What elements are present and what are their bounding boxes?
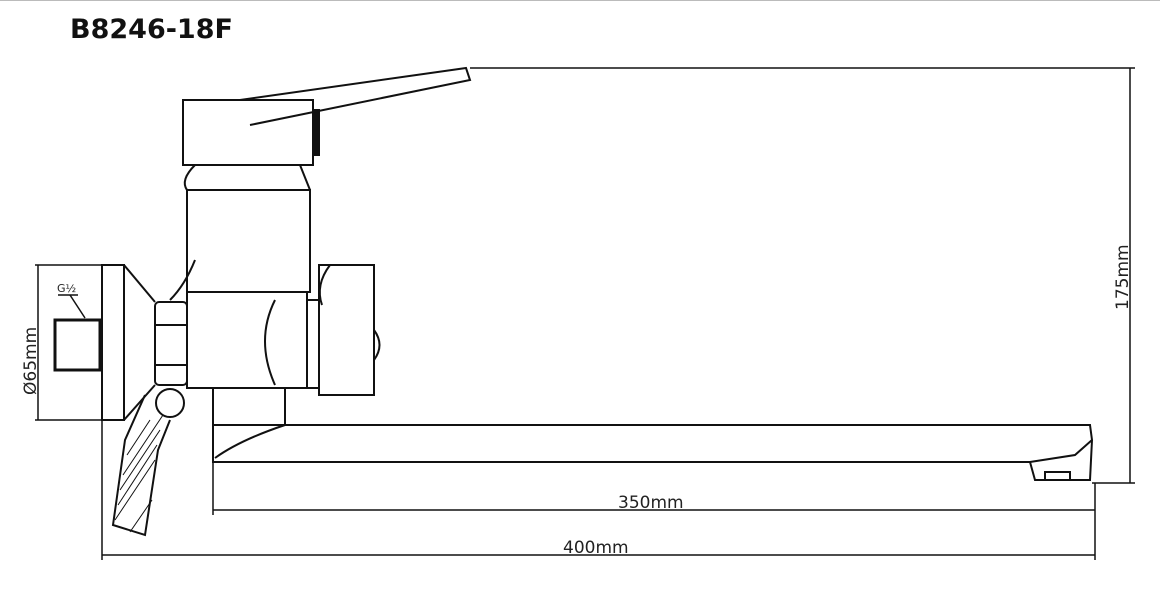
model-title: B8246-18F — [70, 14, 233, 45]
height-label: 175mm — [1113, 244, 1133, 310]
wall-flange — [53, 264, 156, 421]
spout-length-label: 350mm — [618, 493, 684, 513]
total-length-label: 400mm — [563, 538, 629, 558]
thread-label: G½ — [57, 282, 76, 295]
diverter-lever — [111, 388, 185, 537]
dimension-lines — [35, 67, 1135, 560]
nut — [154, 301, 188, 386]
spout — [212, 387, 1094, 481]
diameter-label: Ø65mm — [21, 327, 41, 395]
body — [169, 164, 381, 396]
handle — [182, 66, 472, 166]
top-border — [0, 0, 1160, 1]
